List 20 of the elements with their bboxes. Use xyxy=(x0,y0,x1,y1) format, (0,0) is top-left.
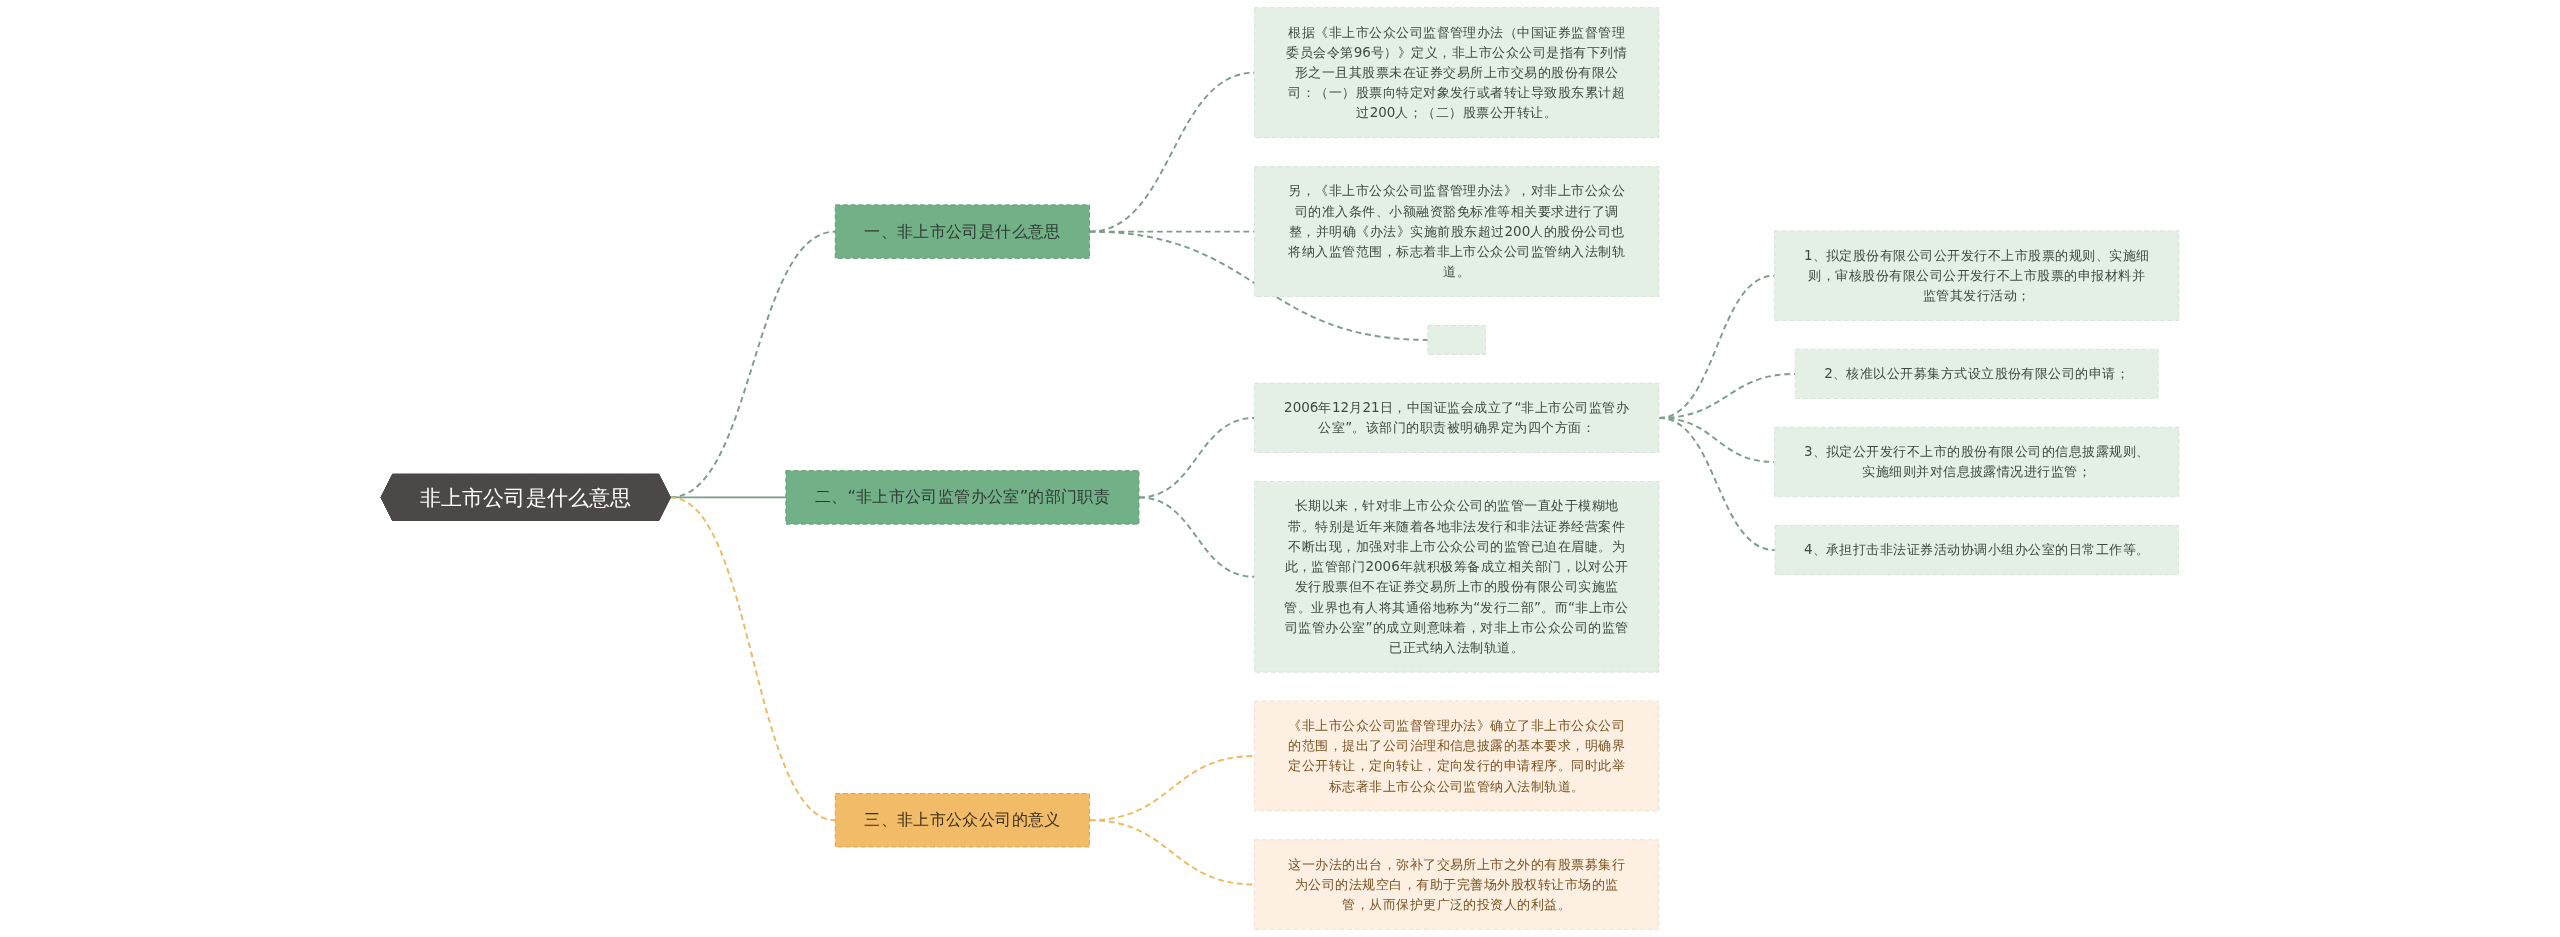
connector xyxy=(669,230,837,499)
node-box: 2、核准以公开募集方式设立股份有限公司的申请； xyxy=(1794,348,2159,399)
node-box: 一、非上市公司是什么意思 xyxy=(834,204,1090,259)
connector xyxy=(669,496,787,499)
node-box: 三、非上市公众公司的意义 xyxy=(834,793,1090,848)
node-box: 根据《非上市公众公司监督管理办法（中国证券监督管理委员会令第96号）》定义，非上市公众公司是指有下列情形之一且其股票未在证券交易所上市交易的股份有限公司：（一）股票向特定对象发行或者转让导致股东累计超过200人；（二）股票公开转让。 xyxy=(1254,7,1660,139)
connector xyxy=(1137,496,1256,578)
connector xyxy=(1658,416,1776,552)
node-box: 1、拟定股份有限公司公开发行不上市股票的规则、实施细则，审核股份有限公司公开发行不上市股票的申报材料并监管其发行活动； xyxy=(1774,230,2180,321)
node-box: 另，《非上市公众公司监督管理办法》，对非上市公众公司的准入条件、小额融资豁免标准等相关要求进行了调整，并明确《办法》实施前股东超过200人的股份公司也将纳入监管范围，标志着非上市公众公司监管纳入法制轨道。 xyxy=(1254,166,1660,298)
node-box: 《非上市公众公司监督管理办法》确立了非上市公众公司的范围，提出了公司治理和信息披露的基本要求，明确界定公开转让，定向转让，定向发行的申请程序。同时此举标志著非上市公众公司监管纳入法制轨道。 xyxy=(1254,700,1660,812)
node-box xyxy=(1427,325,1487,355)
node-box: 4、承担打击非法证券活动协调小组办公室的日常工作等。 xyxy=(1774,525,2179,576)
connector xyxy=(1088,230,1429,341)
node-box: 3、拟定公开发行不上市的股份有限公司的信息披露规则、实施细则并对信息披露情况进行监管； xyxy=(1774,426,2180,498)
node-box: 这一办法的出台，弥补了交易所上市之外的有股票募集行为公司的法规空白，有助于完善场外股权转让市场的监管，从而保护更广泛的投资人的利益。 xyxy=(1254,839,1660,930)
node-box: 长期以来，针对非上市公众公司的监管一直处于模糊地带。特别是近年来随着各地非法发行和非法证券经营案件不断出现，加强对非上市公众公司的监管已迫在眉睫。为此，监管部门2006年就积极筹备成立相关部门，以对公开发行股票但不在证券交易所上市的股份有限公司实施监管。业界也有人将其通俗地称为“发行二部”。而“非上市公司监管办公室”的成立则意味着，对非上市公众公司的监管已正式纳入法制轨道。 xyxy=(1254,481,1660,673)
node-box: 二、“非上市公司监管办公室”的部门职责 xyxy=(785,470,1140,525)
node-box: 2006年12月21日，中国证监会成立了“非上市公司监管办公室”。该部门的职责被明确界定为四个方面： xyxy=(1254,382,1660,454)
connector xyxy=(669,496,837,822)
